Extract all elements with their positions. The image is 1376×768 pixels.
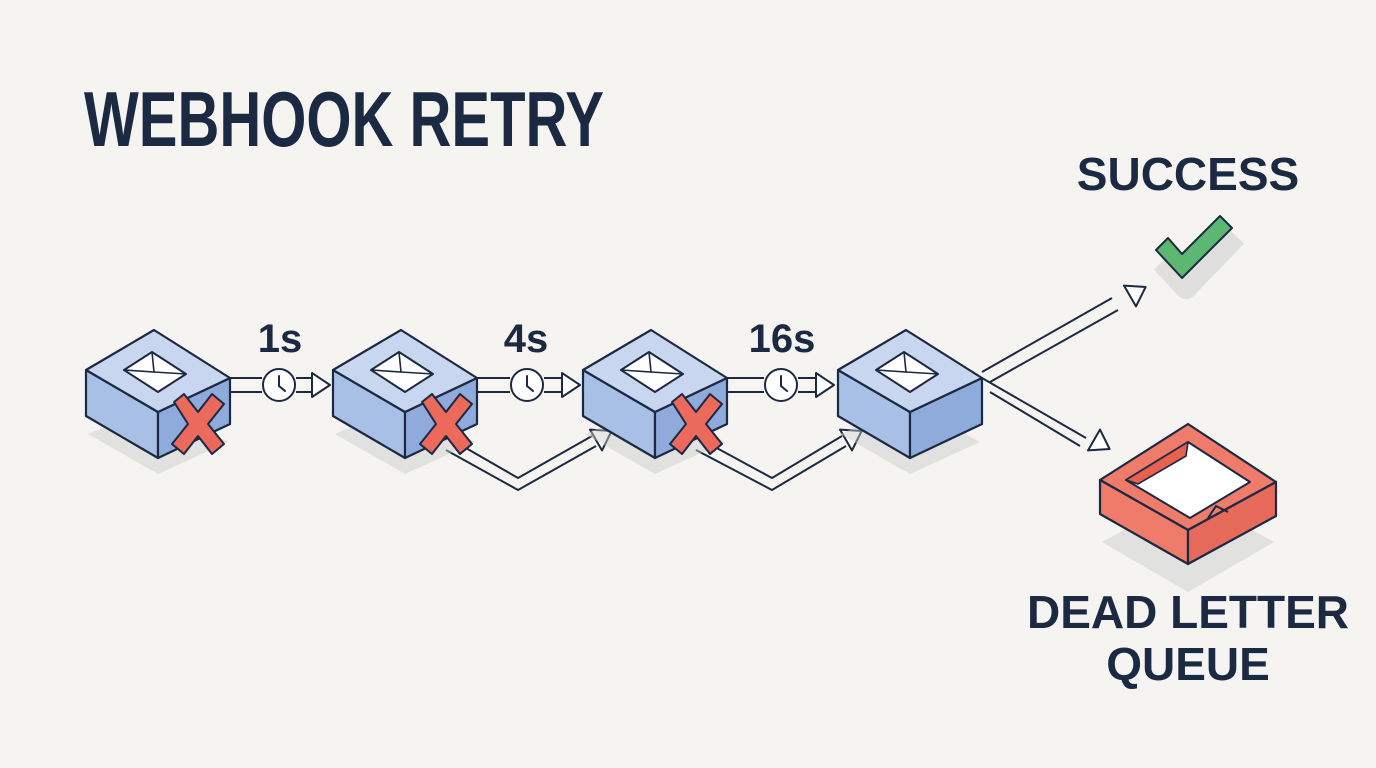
clock-icon <box>262 368 296 402</box>
diagram-title: WEBHOOK RETRY <box>84 75 604 163</box>
connector-2 <box>476 372 581 398</box>
delay-label-3: 16s <box>749 317 816 361</box>
connector-1 <box>228 372 331 398</box>
clock-icon <box>510 368 544 402</box>
dead-letter-label-line1: DEAD LETTER <box>1027 586 1349 638</box>
delay-label-2: 4s <box>504 317 549 361</box>
success-arrow <box>981 275 1153 383</box>
attempt-box-4 <box>836 328 984 476</box>
tray-icon <box>1098 422 1278 592</box>
success-label: SUCCESS <box>1077 148 1299 200</box>
checkmark-icon <box>1153 215 1244 299</box>
dead-letter-label-line2: QUEUE <box>1106 638 1270 690</box>
delay-label-1: 1s <box>258 317 303 361</box>
dead-letter-arrow <box>981 377 1117 461</box>
retry-arrow-2 <box>695 419 869 491</box>
retry-arrow-1 <box>445 419 619 491</box>
clock-icon <box>764 368 798 402</box>
connector-3 <box>726 372 835 398</box>
